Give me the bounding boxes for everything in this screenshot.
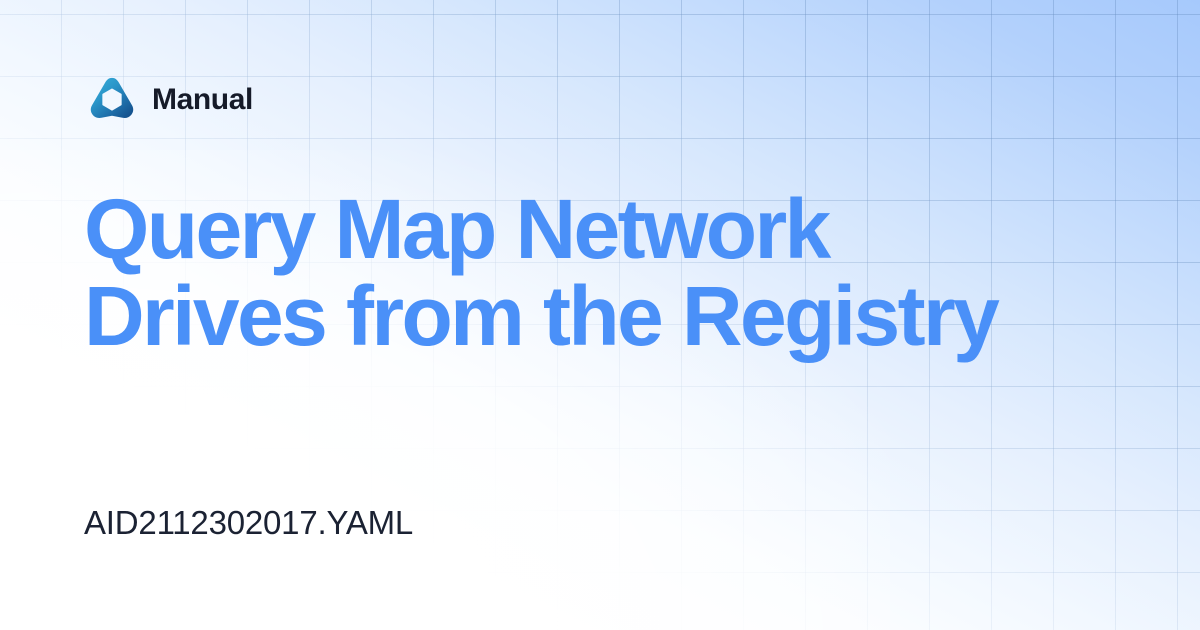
manual-shield-hexagon-logo-icon xyxy=(90,77,134,118)
document-id-label: AID2112302017.YAML xyxy=(84,504,414,541)
page-title: Query Map Network Drives from the Regist… xyxy=(84,182,1000,363)
brand-lockup: Manual xyxy=(88,76,253,124)
brand-name: Manual xyxy=(152,83,253,116)
